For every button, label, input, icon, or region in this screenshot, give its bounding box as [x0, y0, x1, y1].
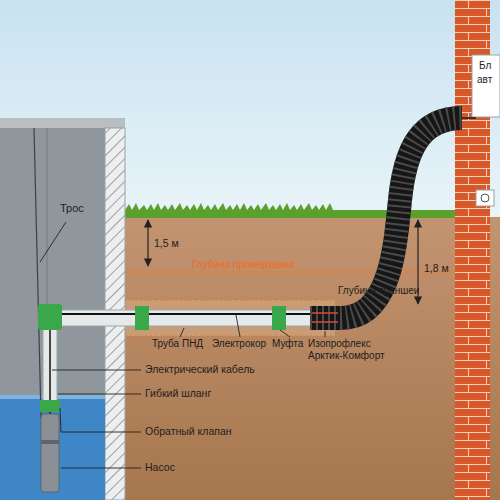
coupling	[272, 306, 286, 330]
box-label: авт	[477, 74, 492, 86]
label-slot: Гибкий шланг	[145, 387, 211, 399]
label-slot: Труба ПНД	[152, 338, 203, 350]
pump-band	[41, 440, 59, 444]
part-label: Труба ПНД	[152, 338, 203, 350]
label-slot: Электрический кабель	[145, 363, 255, 375]
leader-line	[325, 331, 326, 337]
dimension-arrow	[147, 220, 148, 266]
corrugated-pipe	[310, 118, 462, 318]
label-slot: Обратный клапан	[145, 425, 232, 437]
leader-line	[236, 315, 240, 337]
part-label: Обратный клапан	[145, 425, 232, 437]
rope	[34, 128, 41, 418]
coupling	[135, 306, 149, 330]
dimension-label: 1,5 м	[154, 237, 179, 249]
box-label: Бл	[479, 60, 491, 72]
part-label: Трос	[60, 202, 84, 215]
part-label: Электрический кабель	[145, 363, 255, 375]
grass-blades	[125, 203, 333, 210]
elbow-fitting	[38, 304, 62, 330]
part-label: Электрокор	[212, 338, 266, 350]
label-slot: Муфта	[272, 338, 303, 350]
leader-lines	[40, 222, 325, 468]
leader-line	[61, 468, 141, 469]
part-label: Насос	[145, 461, 175, 473]
corrugation-ribs	[310, 118, 462, 318]
label-slot: авт	[477, 74, 492, 86]
check-valve	[40, 400, 60, 412]
well-lid	[0, 118, 125, 128]
label-slot: Изопрофлекс Арктик-Комфорт	[308, 338, 392, 361]
box-cable	[462, 117, 476, 119]
dimension-label: 1,8 м	[424, 262, 449, 274]
leader-line	[280, 330, 290, 337]
label-slot: Глубина промерзания	[192, 259, 294, 271]
part-label: Муфта	[272, 338, 303, 350]
leader-line	[180, 328, 184, 337]
depth-label: Глубина траншеи	[338, 285, 419, 297]
label-slot: Электрокор	[212, 338, 266, 350]
label-slot: Насос	[145, 461, 175, 473]
depth-label: Глубина промерзания	[192, 259, 294, 271]
socket	[476, 190, 494, 206]
label-slot: 1,8 м	[424, 262, 449, 274]
heating-cable	[50, 313, 340, 315]
leader-line	[52, 370, 141, 371]
label-slot: Глубина траншеи	[338, 285, 419, 297]
leader-line	[58, 394, 141, 395]
control-box	[472, 55, 500, 117]
label-slot: Бл	[479, 60, 491, 72]
leader-line	[60, 408, 141, 432]
pump	[41, 414, 59, 492]
socket-symbol	[481, 194, 489, 202]
part-label: Гибкий шланг	[145, 387, 211, 399]
label-slot: 1,5 м	[154, 237, 179, 249]
water	[0, 395, 105, 500]
pipe-inner	[312, 313, 338, 322]
freezing-line	[125, 271, 455, 273]
part-label: Изопрофлекс Арктик-Комфорт	[308, 338, 392, 361]
label-slot: Трос	[60, 202, 84, 215]
leader-line	[40, 222, 66, 262]
